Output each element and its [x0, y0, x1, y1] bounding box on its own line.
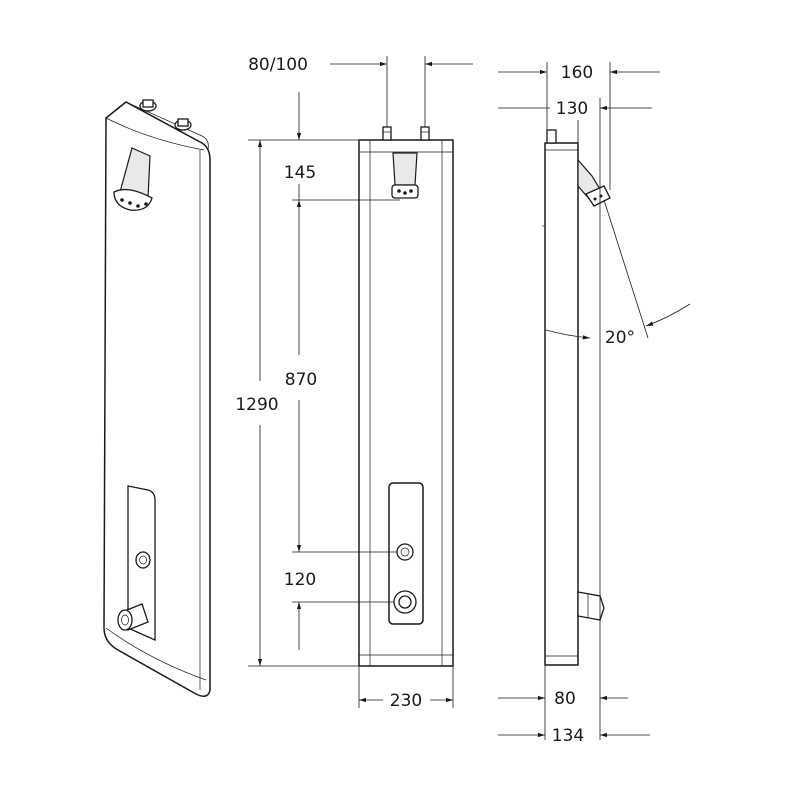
panel-bottom-edge — [105, 627, 207, 681]
front-shower-head-icon — [391, 152, 419, 199]
depth-with-knob-label: 134 — [552, 726, 584, 746]
panel-top-edge — [105, 117, 205, 151]
shower-to-button-label: 870 — [285, 370, 317, 390]
shower-head-icon — [113, 147, 153, 211]
inlet-spacing-label: 80/100 — [248, 55, 308, 75]
side-view — [542, 129, 611, 666]
side-inlet-connector — [546, 129, 557, 144]
side-shower-head-icon — [577, 158, 611, 207]
dimension-labels: 80/100 145 870 1290 120 230 160 130 20° … — [234, 55, 635, 747]
front-inlet-connectors — [382, 126, 430, 141]
top-to-shower-label: 145 — [284, 163, 316, 183]
side-panel-outline — [544, 142, 579, 666]
depth-label: 80 — [554, 689, 576, 709]
panel-body-outline — [103, 101, 211, 697]
front-mixing-knob-icon — [393, 590, 417, 614]
dimension-lines — [248, 56, 691, 740]
front-control-plate — [388, 482, 424, 625]
button-spacing-label: 120 — [284, 570, 316, 590]
width-label: 230 — [390, 691, 422, 711]
panel-top-face — [125, 101, 209, 151]
total-height-label: 1290 — [235, 395, 278, 415]
front-view — [358, 126, 454, 667]
push-button-icon — [135, 551, 151, 569]
perspective-view — [103, 99, 211, 697]
side-mixing-knob-icon — [577, 591, 605, 621]
front-push-button-icon — [396, 543, 414, 561]
head-offset-label: 130 — [556, 99, 588, 119]
inlet-connectors — [139, 99, 192, 131]
mixing-knob-icon — [117, 603, 149, 631]
tilt-angle-label: 20° — [605, 328, 635, 348]
head-projection-label: 160 — [561, 63, 593, 83]
front-panel-outline — [358, 139, 454, 667]
